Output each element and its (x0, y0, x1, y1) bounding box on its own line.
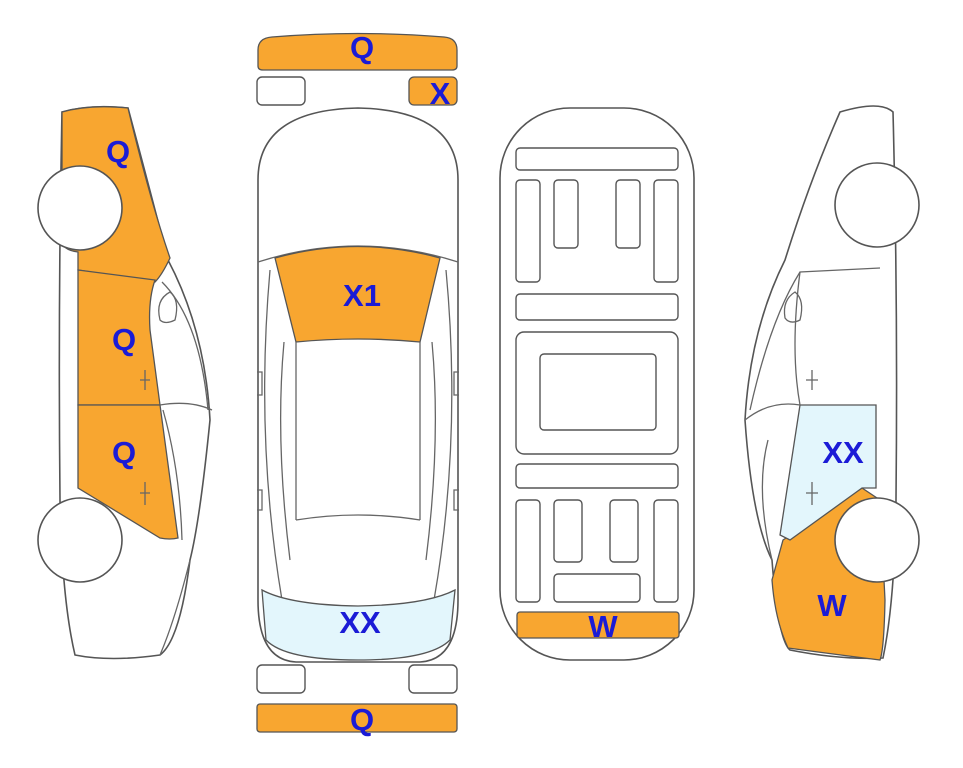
rear-bumper-view: Q (256, 664, 458, 737)
front-bumper-view: Q X (256, 30, 458, 111)
underbody-view: W (499, 107, 695, 661)
rear-left-light[interactable] (256, 664, 306, 694)
left-front-wheel[interactable] (37, 165, 123, 251)
top-view: X1 XX (257, 107, 459, 663)
windshield-label: X1 (343, 278, 381, 313)
top-view-body-outline (257, 107, 459, 663)
rear-window-label: XX (339, 605, 381, 640)
left-rear-wheel[interactable] (37, 497, 123, 583)
right-side-view: XX W (744, 105, 920, 661)
rear-right-light[interactable] (408, 664, 458, 694)
rear-window-panel[interactable] (261, 588, 456, 661)
underbody-rear-label: W (588, 609, 618, 644)
left-rear-door-label: Q (112, 435, 136, 470)
windshield-panel[interactable] (274, 245, 441, 343)
right-front-wheel[interactable] (834, 162, 920, 248)
rear-bumper-label: Q (350, 702, 374, 737)
front-bumper-panel[interactable] (257, 32, 458, 71)
right-rear-door-label: XX (822, 435, 864, 470)
left-front-fender-label: Q (106, 134, 130, 169)
front-right-light-label: X (430, 76, 451, 111)
right-rear-quarter-label: W (817, 588, 847, 623)
right-rear-wheel[interactable] (834, 497, 920, 583)
left-front-door-label: Q (112, 322, 136, 357)
right-rear-door-panel[interactable] (779, 404, 877, 541)
front-right-light[interactable] (408, 76, 458, 106)
front-left-light[interactable] (256, 76, 306, 106)
left-rear-door-panel[interactable] (77, 404, 179, 540)
front-bumper-label: Q (350, 30, 374, 65)
left-side-view: Q Q Q (37, 105, 213, 660)
left-front-door-panel[interactable] (77, 269, 161, 406)
rear-bumper-panel[interactable] (256, 703, 458, 733)
underbody-rear-panel[interactable] (516, 611, 680, 639)
